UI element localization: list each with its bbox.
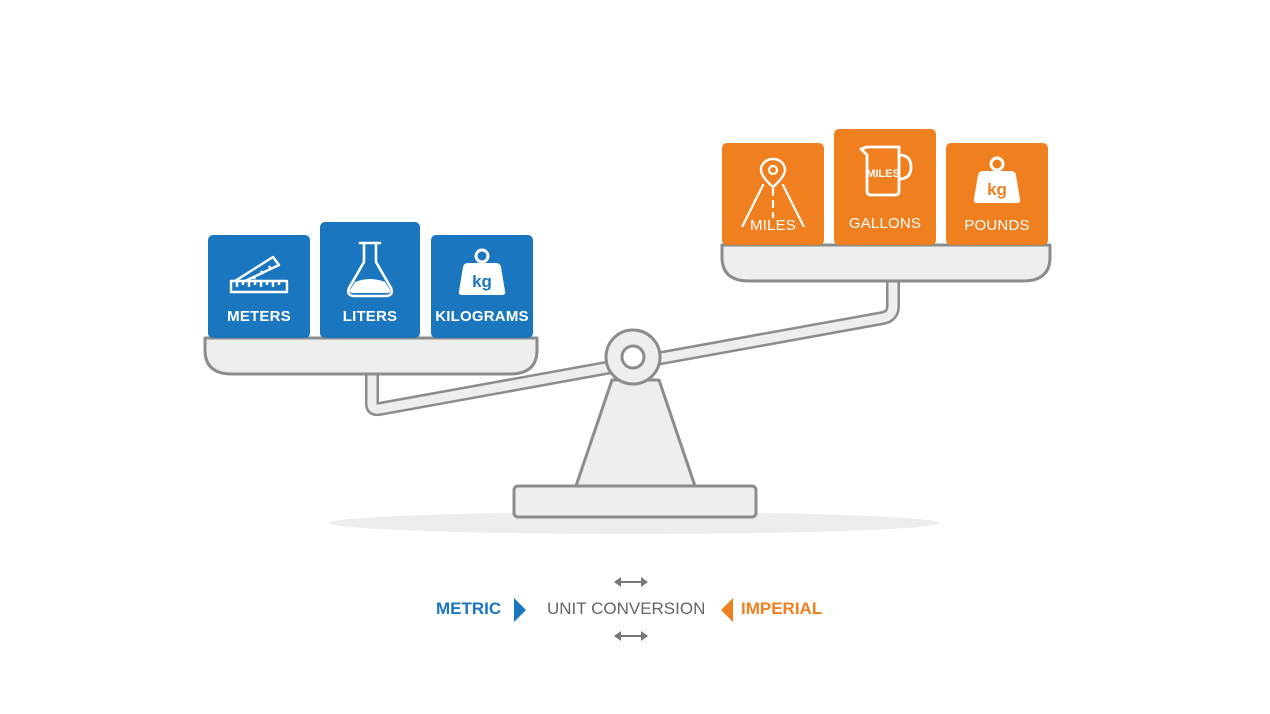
metric-arrow-icon: [514, 598, 526, 622]
svg-text:MILES: MILES: [866, 168, 900, 180]
svg-text:kg: kg: [987, 180, 1007, 199]
scale-pillar: [574, 378, 697, 488]
flask-icon: [346, 241, 394, 298]
swap-arrow-bottom-icon: [614, 631, 648, 641]
block-label-meters: METERS: [227, 308, 291, 325]
legend-imperial: IMPERIAL: [741, 599, 823, 618]
road-pin-icon: [740, 157, 806, 227]
block-label-liters: LITERS: [342, 308, 398, 325]
block-label-kilograms: KILOGRAMS: [435, 308, 529, 325]
left-pan: [203, 336, 539, 376]
block-label-pounds: POUNDS: [964, 217, 1030, 234]
block-kilograms: kg KILOGRAMS: [431, 235, 533, 338]
kg-weight-icon: kg: [458, 248, 506, 295]
legend-metric: METRIC: [436, 599, 502, 618]
ruler-icon: [229, 255, 289, 294]
swap-arrow-top-icon: [614, 577, 648, 587]
block-label-miles: MILES: [749, 217, 796, 234]
legend-unit-conversion: UNIT CONVERSION: [547, 599, 706, 618]
block-gallons: MILES GALLONS: [834, 129, 936, 245]
ground-shadow: [329, 512, 939, 534]
scale-base: [512, 484, 758, 519]
block-label-gallons: GALLONS: [848, 215, 922, 232]
block-liters: LITERS: [320, 222, 420, 338]
svg-text:kg: kg: [472, 272, 492, 291]
right-pan: [720, 243, 1052, 283]
block-pounds: kg POUNDS: [946, 143, 1048, 245]
kg-weight-icon: kg: [973, 156, 1021, 203]
jug-icon: MILES: [859, 145, 913, 197]
block-miles: MILES: [722, 143, 824, 245]
imperial-arrow-icon: [721, 598, 733, 622]
block-meters: METERS: [208, 235, 310, 338]
